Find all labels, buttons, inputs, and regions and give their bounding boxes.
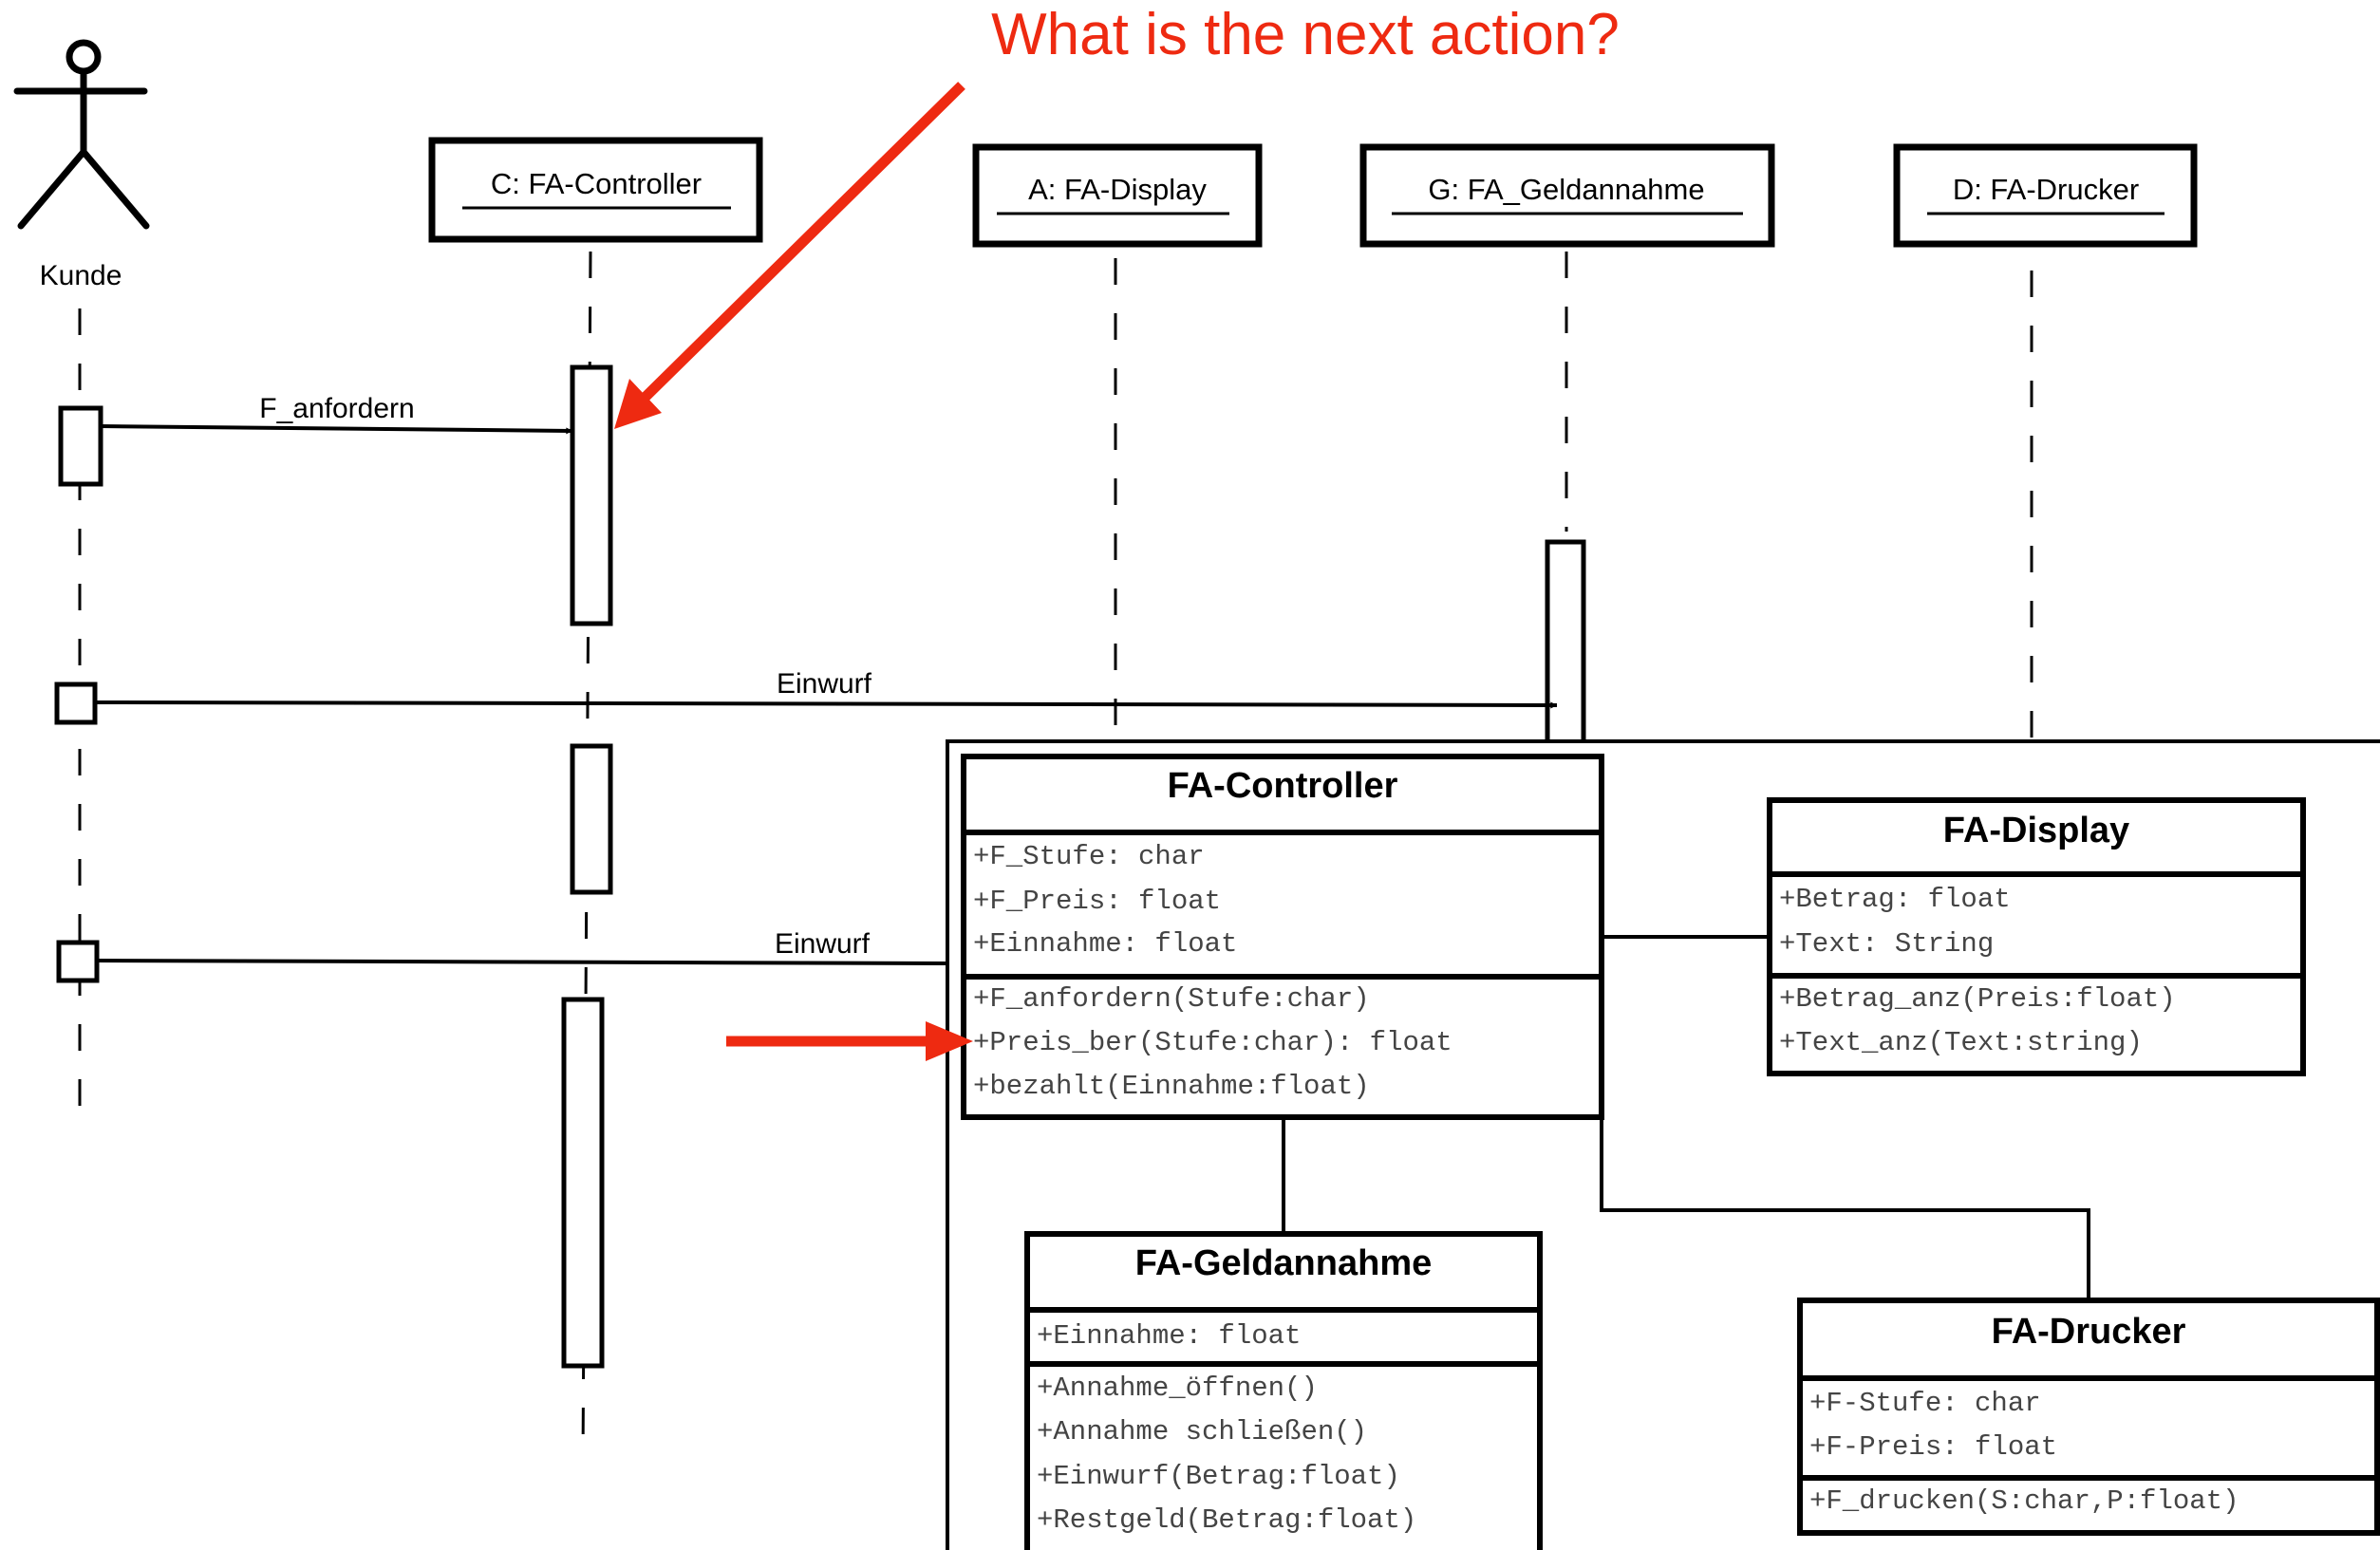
lifeline-head-drucker: D: FA-Drucker bbox=[1893, 143, 2198, 248]
class-operation: +F_anfordern(Stufe:char) bbox=[973, 983, 1370, 1015]
activation-controller-2 bbox=[570, 743, 613, 895]
highlight-arrow-to-controller bbox=[614, 82, 965, 429]
class-operation: +bezahlt(Einnahme:float) bbox=[973, 1071, 1370, 1102]
class-associations bbox=[1282, 935, 2090, 1300]
class-attribute: +Einnahme: float bbox=[973, 928, 1237, 960]
class-operation: +Annahme_öffnen() bbox=[1037, 1373, 1318, 1404]
lifeline-head-label: G: FA_Geldannahme bbox=[1428, 173, 1704, 206]
activation-controller-1 bbox=[570, 364, 613, 626]
activation-kunde-3 bbox=[56, 940, 100, 983]
activation-kunde-1 bbox=[58, 405, 103, 487]
highlight-arrow-to-operation bbox=[726, 1021, 973, 1061]
lifeline-head-display: A: FA-Display bbox=[972, 143, 1263, 248]
class-operation: +F_drucken(S:char,P:float) bbox=[1809, 1485, 2239, 1517]
class-attribute: +F-Preis: float bbox=[1809, 1431, 2057, 1463]
question-heading: What is the next action? bbox=[991, 2, 1620, 67]
class-operation: +Preis_ber(Stufe:char): float bbox=[973, 1027, 1452, 1058]
class-operation: +Restgeld(Betrag:float) bbox=[1037, 1504, 1416, 1536]
class-name: FA-Controller bbox=[1168, 766, 1398, 806]
lifeline-head-label: D: FA-Drucker bbox=[1953, 173, 2139, 206]
class-attribute: +F_Preis: float bbox=[973, 886, 1221, 917]
message-label: Einwurf bbox=[775, 928, 871, 960]
class-operation: +Betrag_anz(Preis:float) bbox=[1779, 983, 2176, 1015]
stick-figure-icon bbox=[13, 39, 150, 230]
class-operation: +Einwurf(Betrag:float) bbox=[1037, 1461, 1400, 1492]
activation-controller-3 bbox=[561, 997, 605, 1369]
class-name: FA-Geldannahme bbox=[1135, 1243, 1433, 1283]
message-label: Einwurf bbox=[777, 668, 872, 700]
class-attribute: +Text: String bbox=[1779, 928, 1994, 960]
class-fa-geldannahme: FA-Geldannahme +Einnahme: float +Annahme… bbox=[1024, 1231, 1543, 1550]
message-f-anfordern: F_anfordern bbox=[100, 393, 573, 435]
class-attribute: +F-Stufe: char bbox=[1809, 1388, 2041, 1419]
class-fa-drucker: FA-Drucker +F-Stufe: char +F-Preis: floa… bbox=[1797, 1298, 2380, 1536]
class-name: FA-Drucker bbox=[1992, 1312, 2186, 1352]
message-einwurf-2: Einwurf bbox=[96, 928, 950, 965]
class-attribute: +F_Stufe: char bbox=[973, 841, 1205, 872]
class-attribute: +Betrag: float bbox=[1779, 884, 2011, 915]
lifeline-head-label: C: FA-Controller bbox=[491, 167, 702, 200]
actor-label: Kunde bbox=[40, 260, 122, 291]
lifeline-head-geldannahme: G: FA_Geldannahme bbox=[1359, 143, 1775, 248]
actor-kunde: Kunde bbox=[13, 39, 150, 291]
class-operation: +Text_anz(Text:string) bbox=[1779, 1027, 2143, 1058]
class-name: FA-Display bbox=[1943, 811, 2129, 850]
lifeline-head-controller: C: FA-Controller bbox=[428, 137, 763, 243]
class-fa-controller: FA-Controller +F_Stufe: char +F_Preis: f… bbox=[961, 754, 1604, 1120]
activation-geldannahme bbox=[1545, 539, 1586, 754]
lifeline-head-label: A: FA-Display bbox=[1028, 173, 1207, 206]
message-einwurf-1: Einwurf bbox=[94, 668, 1558, 709]
activation-kunde-2 bbox=[54, 682, 98, 725]
class-fa-display: FA-Display +Betrag: float +Text: String … bbox=[1767, 797, 2306, 1076]
message-label: F_anfordern bbox=[259, 393, 414, 424]
class-attribute: +Einnahme: float bbox=[1037, 1320, 1301, 1352]
class-operation: +Annahme schließen() bbox=[1037, 1416, 1367, 1447]
